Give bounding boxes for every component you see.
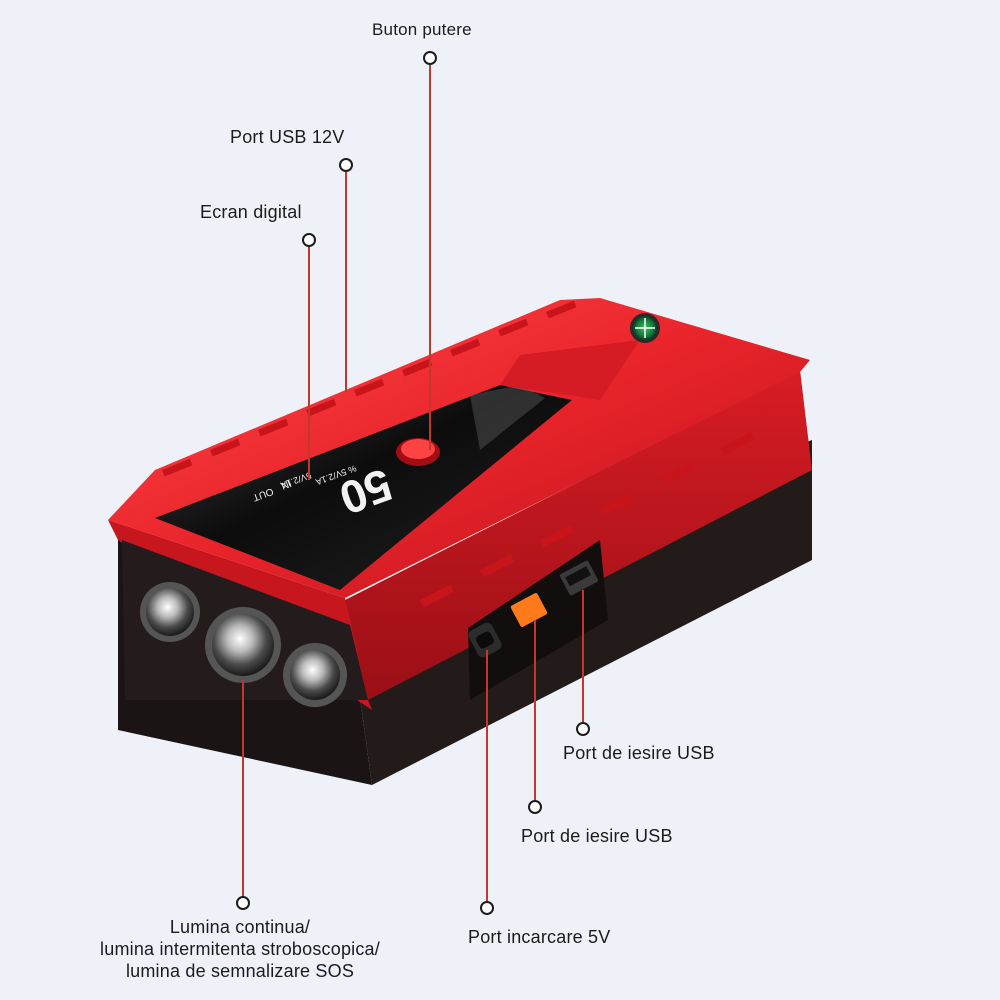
port-usb-orange[interactable]	[510, 592, 548, 627]
shell-ribs	[162, 300, 754, 608]
marker-power	[423, 51, 437, 65]
label-usb-output-1: Port de iesire USB	[563, 743, 715, 763]
callout-lines	[242, 65, 584, 901]
led-torch-right	[283, 643, 347, 707]
label-power-button: Buton putere	[372, 20, 472, 39]
port-usb-black[interactable]	[559, 560, 599, 596]
digital-screen-glass	[155, 385, 572, 590]
label-charging-port: Port incarcare 5V	[468, 927, 611, 947]
compass-icon	[630, 313, 660, 343]
marker-usb-out-1	[576, 722, 590, 736]
label-light-modes: Lumina continua/ lumina intermitenta str…	[60, 916, 420, 982]
label-usb-12v-port: Port USB 12V	[230, 127, 345, 147]
marker-usb-out-2	[528, 800, 542, 814]
light-mode-continuous: Lumina continua/	[169, 917, 311, 937]
label-digital-screen: Ecran digital	[200, 202, 302, 222]
port-type-c[interactable]	[466, 621, 503, 660]
label-usb-output-2: Port de iesire USB	[521, 826, 673, 846]
marker-light	[236, 896, 250, 910]
led-torch-middle	[205, 607, 281, 683]
top-raised-panel	[500, 340, 640, 400]
marker-screen	[302, 233, 316, 247]
led-torch-left	[140, 582, 200, 642]
callout-markers	[236, 51, 590, 915]
display-in-label: IN	[280, 477, 293, 491]
screen-reflection	[470, 385, 545, 450]
device-side-red	[345, 370, 812, 700]
marker-usb12v	[339, 158, 353, 172]
light-mode-strobe: lumina intermitenta stroboscopica/	[100, 939, 380, 959]
power-button[interactable]	[396, 438, 440, 466]
light-mode-sos: lumina de semnalizare SOS	[125, 961, 355, 981]
marker-charge	[480, 901, 494, 915]
